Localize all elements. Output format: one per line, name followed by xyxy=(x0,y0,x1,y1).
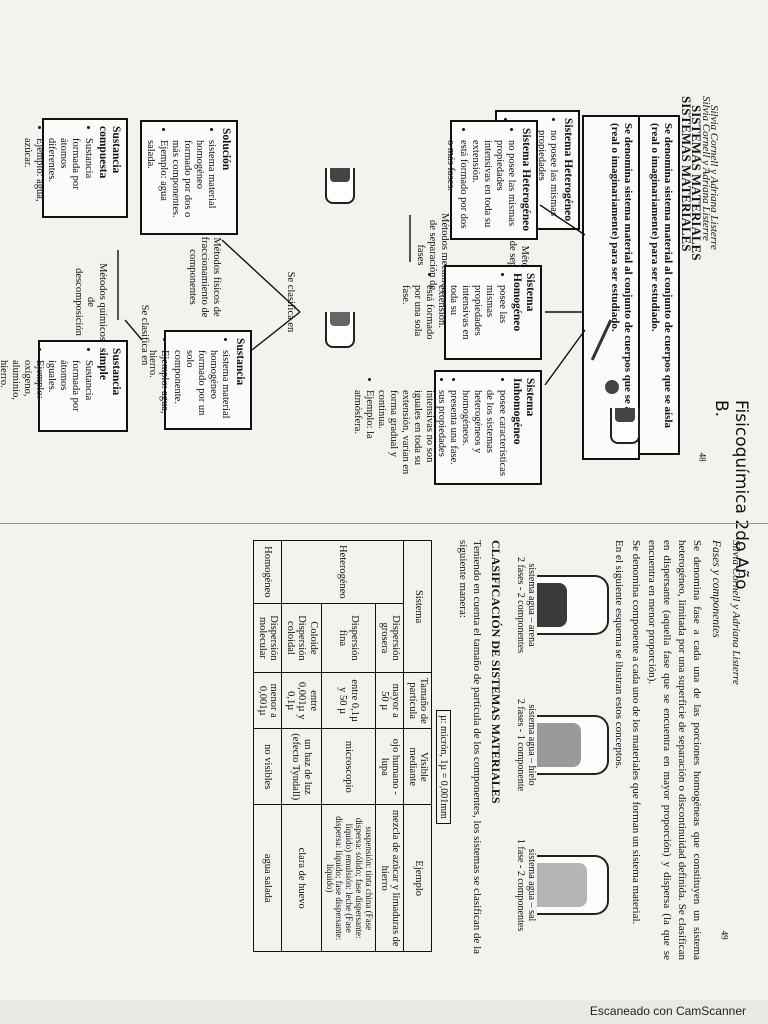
classification-table: Sistema Tamaño de partícula Visible medi… xyxy=(253,540,432,952)
beaker-fill xyxy=(536,723,581,767)
table-cell: un haz de luz (efecto Tyndall) xyxy=(281,728,322,805)
page-number-49: 49 xyxy=(719,930,730,940)
table-header-row: Sistema Tamaño de partícula Visible medi… xyxy=(403,540,432,952)
table-row: Heterogéneo Dispersión grosera mayor a 5… xyxy=(281,540,404,952)
beaker-sublabel: 2 fases - 1 componente xyxy=(514,698,526,792)
page-number-48: 48 xyxy=(697,452,708,462)
apple-icon xyxy=(605,380,619,394)
classification-title: CLASIFICACIÓN DE SISTEMAS MATERIALES xyxy=(488,540,503,804)
beaker-label: sistema agua – hielo xyxy=(525,704,537,786)
table-cell: Homogéneo xyxy=(253,540,282,604)
beaker-label: sistema agua – arena xyxy=(525,563,537,647)
table-header-cell: Ejemplo xyxy=(403,804,432,952)
arrow xyxy=(539,204,586,236)
micron-note: µ: micrón, 1µ = 0,001mm xyxy=(436,710,452,824)
table-cell: mezcla de azúcar y limaduras de hierro xyxy=(375,804,404,952)
beaker-salt-icon xyxy=(536,855,609,915)
table-cell: menor a 0,001µ xyxy=(253,672,282,729)
beaker-sand-icon xyxy=(536,575,609,635)
table-header-cell: Visible mediante xyxy=(403,728,432,805)
table-cell: Coloide Dispersión coloidal xyxy=(281,603,322,673)
table-cell: suspensión: tinta china (Fase dispersa: … xyxy=(321,804,376,952)
fold-line xyxy=(0,523,768,524)
diagram-arrows xyxy=(117,204,586,386)
table-cell: no visibles xyxy=(253,728,282,805)
table-header-cell: Sistema xyxy=(403,540,432,673)
scanned-sheet: Silvia Cornell y Adriana Listerre SISTEM… xyxy=(0,0,768,1000)
table-cell: entre 0,001µ y 0,1µ xyxy=(281,672,322,729)
table-cell: entre 0,1µ y 50 µ xyxy=(321,672,376,729)
table-cell: mayor a 50 µ xyxy=(375,672,404,729)
classification-intro: Teniendo en cuenta el tamaño de partícul… xyxy=(456,540,483,955)
beaker-row: sistema agua – arena 2 fases - 2 compone… xyxy=(507,540,609,960)
table-cell: Heterogéneo xyxy=(281,540,404,604)
component-definition: Se denomina componente a cada uno de los… xyxy=(629,540,642,925)
beaker-item: sistema agua – hielo 2 fases - 1 compone… xyxy=(514,680,609,810)
table-row: Homogéneo Dispersión molecular menor a 0… xyxy=(253,540,282,952)
arrow xyxy=(124,319,143,341)
table-cell: Dispersión molecular xyxy=(253,603,282,673)
beaker-sublabel: 2 fases - 2 componentes xyxy=(514,556,526,654)
arrow xyxy=(251,311,301,351)
table-cell: clara de huevo xyxy=(281,804,322,952)
table-cell: agua salada xyxy=(253,804,282,952)
phase-definition: Se denomina fase a cada una de las porci… xyxy=(646,540,703,960)
section-title: Fases y componentes xyxy=(710,540,722,638)
diagram-intro: En el siguiente esquema se ilustran esto… xyxy=(612,540,625,769)
table-cell: Dispersión fina xyxy=(321,603,376,673)
beaker-fill xyxy=(536,583,567,627)
beaker-sublabel: 1 fase - 2 componentes xyxy=(514,838,526,932)
table-cell: Dispersión grosera xyxy=(375,603,404,673)
table-cell: microscopio xyxy=(321,728,376,805)
table-cell: ojo humano - lupa xyxy=(375,728,404,805)
beaker-fill xyxy=(536,863,587,907)
page-49: Silvia Cornell y Adriana Listerre Fases … xyxy=(42,540,742,960)
beaker-item: sistema agua – sal 1 fase - 2 componente… xyxy=(514,820,609,950)
page-49-header: Silvia Cornell y Adriana Listerre xyxy=(730,540,742,685)
arrow xyxy=(544,329,586,386)
beaker-ice-icon xyxy=(536,715,609,775)
beaker-label: sistema agua – sal xyxy=(525,848,537,922)
beaker-item: sistema agua – arena 2 fases - 2 compone… xyxy=(514,540,609,670)
scanner-watermark: Escaneado con CamScanner xyxy=(589,1004,746,1018)
arrow xyxy=(221,239,301,313)
table-header-cell: Tamaño de partícula xyxy=(403,672,432,729)
